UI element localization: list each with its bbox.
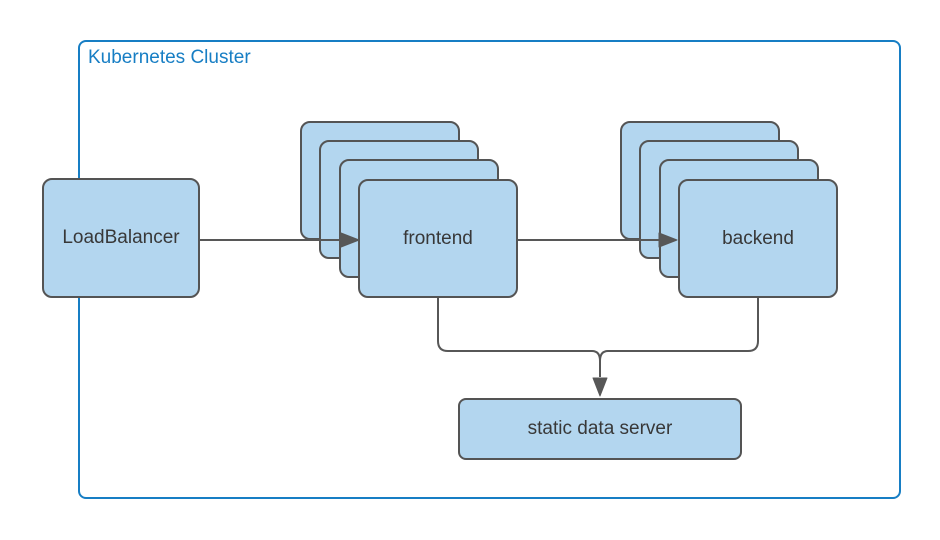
node-frontend: frontend (358, 179, 518, 298)
node-static-data-server: static data server (458, 398, 742, 460)
node-backend: backend (678, 179, 838, 298)
cluster-title: Kubernetes Cluster (88, 47, 251, 68)
node-loadbalancer-label: LoadBalancer (62, 227, 180, 248)
node-backend-label: backend (722, 227, 794, 249)
node-loadbalancer: LoadBalancer (42, 178, 200, 298)
node-static-data-server-label: static data server (527, 418, 673, 439)
node-frontend-label: frontend (403, 227, 473, 249)
